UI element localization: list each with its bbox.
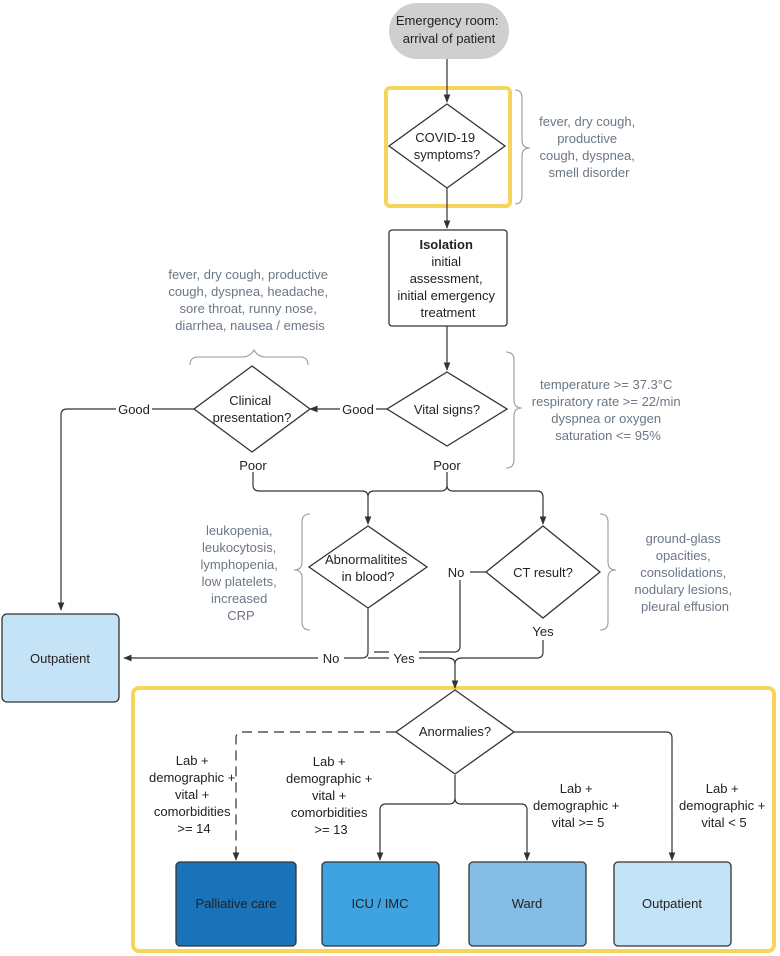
note-vital-criteria: temperature >= 37.3°C respiratory rate >… (532, 377, 684, 443)
label-yes-blood: Yes (393, 651, 415, 666)
note-clinical-symptoms: fever, dry cough, productive cough, dysp… (168, 267, 331, 333)
icu-node (321, 861, 440, 947)
vital-decision (385, 371, 509, 447)
anomalies-decision (394, 689, 516, 775)
brace-ct (599, 513, 617, 631)
score-outpatient: Lab + demographic + vital < 5 (679, 781, 769, 830)
score-palliative: Lab + demographic + vital + comorbiditie… (149, 753, 239, 836)
edge-anom-ward (454, 797, 531, 861)
ward-label: Ward (512, 896, 543, 911)
edge-anom-palliative (232, 731, 396, 861)
outpatient-bottom-node (613, 861, 732, 947)
label-poor-vital: Poor (433, 458, 461, 473)
start-node (389, 3, 509, 59)
blood-decision (307, 525, 429, 609)
palliative-node (175, 861, 297, 947)
covid-highlight-frame (384, 86, 512, 208)
label-no-blood: No (323, 651, 340, 666)
edge-anom-outpatient (514, 731, 676, 861)
edge-vital-ct (446, 484, 547, 525)
icu-label: ICU / IMC (351, 896, 408, 911)
covid-decision (387, 103, 507, 189)
note-blood-findings: leukopenia, leukocytosis, lymphopenia, l… (201, 523, 282, 623)
brace-vital (505, 351, 523, 469)
brace-blood (293, 513, 311, 631)
blood-label: Abnormalitites in blood? (325, 552, 411, 584)
outpatient-bottom-label: Outpatient (642, 896, 702, 911)
label-yes-ct: Yes (532, 624, 554, 639)
ward-node (468, 861, 587, 947)
clinical-label: Clinical presentation? (213, 393, 292, 425)
note-ct-findings: ground-glass opacities, consolidations, … (634, 531, 735, 614)
label-poor-clinical: Poor (239, 458, 267, 473)
brace-clinical (189, 348, 309, 366)
start-label: Emergency room: arrival of patient (396, 13, 502, 46)
covid-label: COVID-19 symptoms? (414, 130, 480, 162)
outpatient-left-node (1, 613, 120, 703)
label-good-vital: Good (342, 402, 374, 417)
anomalies-label: Anormalies? (419, 724, 491, 739)
palliative-label: Palliative care (196, 896, 277, 911)
edge-labels: Good Good Poor Poor No Yes No Yes (116, 401, 554, 666)
ct-decision (484, 525, 602, 619)
edge-ct-yes (454, 640, 544, 665)
edge-ct-no (374, 571, 486, 653)
note-covid-symptoms: fever, dry cough, productive cough, dysp… (539, 114, 639, 180)
connectors (57, 58, 676, 861)
edge-clinical-poor (252, 472, 372, 525)
vital-label: Vital signs? (414, 402, 480, 417)
edge-clinical-outpatient (57, 408, 194, 611)
isolation-label: Isolation initial assessment, initial em… (397, 237, 498, 320)
isolation-node (388, 229, 508, 327)
ct-label: CT result? (513, 565, 573, 580)
outpatient-left-label: Outpatient (30, 651, 90, 666)
brace-covid (514, 89, 531, 205)
score-ward: Lab + demographic + vital >= 5 (533, 781, 623, 830)
edge-blood-outpatient (123, 608, 369, 662)
label-good-clinical: Good (118, 402, 150, 417)
clinical-decision (192, 365, 312, 453)
score-icu: Lab + demographic + vital + comorbiditie… (286, 754, 376, 837)
edge-vital-poor (367, 472, 448, 498)
braces (189, 89, 617, 631)
label-no-ct: No (448, 565, 465, 580)
edge-anom-icu (376, 797, 456, 861)
